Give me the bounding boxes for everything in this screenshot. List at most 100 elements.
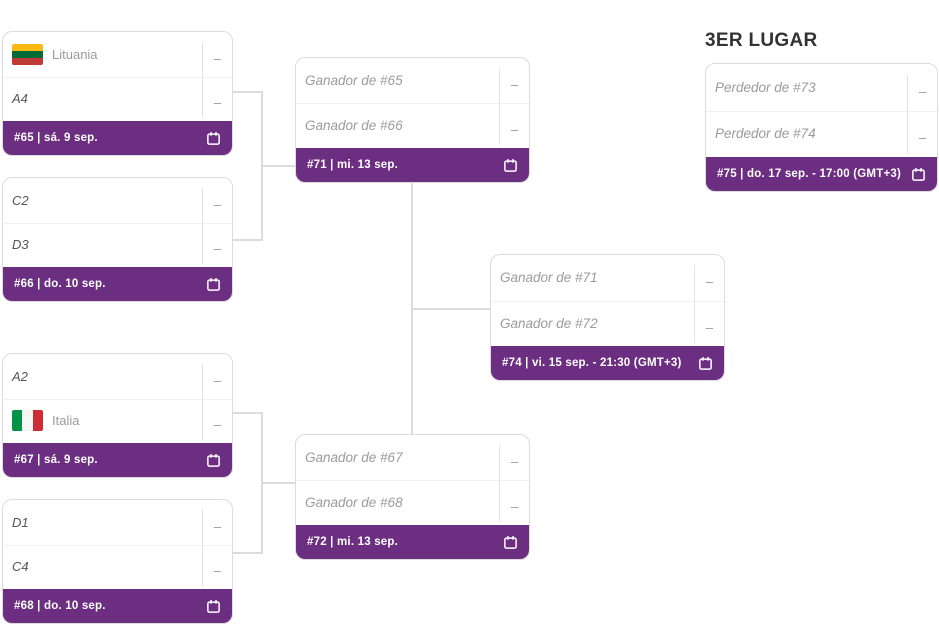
score-column: – – <box>203 32 232 121</box>
match-footer[interactable]: #74 | vi. 15 sep. - 21:30 (GMT+3) <box>491 346 724 380</box>
home-score: – <box>213 518 222 534</box>
connector-line <box>233 239 263 241</box>
entrant-placeholder: Ganador de #71 <box>500 270 598 286</box>
match-footer[interactable]: #68 | do. 10 sep. <box>3 589 232 623</box>
entrant-seed: C2 <box>12 192 29 208</box>
match-footer[interactable]: #71 | mi. 13 sep. <box>296 148 529 182</box>
entrant-name: Lituania <box>52 46 98 62</box>
calendar-icon[interactable] <box>503 158 518 173</box>
match-card-74[interactable]: Ganador de #71 Ganador de #72 – – #74 | … <box>490 254 725 381</box>
entrant-row-away[interactable]: D3 <box>3 223 232 268</box>
entrant-row-home[interactable]: Perdedor de #73 <box>706 64 937 111</box>
score-column: – – <box>695 255 724 346</box>
entrant-seed: A2 <box>12 368 28 384</box>
match-footer[interactable]: #72 | mi. 13 sep. <box>296 525 529 559</box>
match-body: Lituania A4 – – <box>3 32 232 121</box>
entrant-row-home[interactable]: A2 <box>3 354 232 399</box>
home-score: – <box>510 454 519 469</box>
match-schedule-label: #67 | sá. 9 sep. <box>14 454 98 466</box>
score-divider <box>202 510 203 586</box>
match-schedule-label: #65 | sá. 9 sep. <box>14 132 98 144</box>
connector-line <box>261 165 295 167</box>
row-divider <box>296 480 529 481</box>
italy-flag-icon <box>12 410 43 432</box>
score-column: – – <box>500 435 529 525</box>
away-score: – <box>705 319 714 335</box>
calendar-icon[interactable] <box>206 453 221 468</box>
entrant-row-away[interactable]: Perdedor de #74 <box>706 111 937 158</box>
entrant-placeholder: Ganador de #67 <box>305 450 403 465</box>
score-divider <box>499 445 500 522</box>
entrant-placeholder: Ganador de #65 <box>305 73 403 88</box>
entrant-row-home[interactable]: C2 <box>3 178 232 223</box>
match-footer[interactable]: #66 | do. 10 sep. <box>3 267 232 301</box>
score-column: – – <box>203 500 232 589</box>
score-divider <box>499 68 500 145</box>
entrant-row-away[interactable]: Ganador de #68 <box>296 480 529 525</box>
home-score: – <box>510 77 519 92</box>
match-body: Ganador de #67 Ganador de #68 – – <box>296 435 529 525</box>
entrant-row-home[interactable]: Lituania <box>3 32 232 77</box>
match-card-66[interactable]: C2 D3 – – #66 | do. 10 sep. <box>2 177 233 302</box>
entrant-row-home[interactable]: Ganador de #71 <box>491 255 724 301</box>
match-body: Ganador de #65 Ganador de #66 – – <box>296 58 529 148</box>
match-schedule-label: #68 | do. 10 sep. <box>14 600 106 612</box>
entrant-seed: A4 <box>12 91 28 107</box>
row-divider <box>3 398 232 400</box>
match-card-75[interactable]: Perdedor de #73 Perdedor de #74 – – #75 … <box>705 63 938 192</box>
match-footer[interactable]: #67 | sá. 9 sep. <box>3 443 232 477</box>
entrant-row-away[interactable]: C4 <box>3 545 232 590</box>
entrant-row-home[interactable]: Ganador de #65 <box>296 58 529 103</box>
connector-line <box>233 91 263 93</box>
match-card-71[interactable]: Ganador de #65 Ganador de #66 – – #71 | … <box>295 57 530 183</box>
calendar-icon[interactable] <box>698 356 713 371</box>
away-score: – <box>510 122 519 137</box>
calendar-icon[interactable] <box>206 131 221 146</box>
entrant-row-home[interactable]: D1 <box>3 500 232 545</box>
match-card-68[interactable]: D1 C4 – – #68 | do. 10 sep. <box>2 499 233 624</box>
calendar-icon[interactable] <box>911 167 926 182</box>
score-column: – – <box>500 58 529 148</box>
score-column: – – <box>203 178 232 267</box>
calendar-icon[interactable] <box>503 535 518 550</box>
entrant-placeholder: Ganador de #68 <box>305 495 403 510</box>
away-score: – <box>213 95 222 111</box>
third-place-heading: 3ER LUGAR <box>705 30 818 51</box>
match-footer[interactable]: #75 | do. 17 sep. - 17:00 (GMT+3) <box>706 157 937 191</box>
home-score: – <box>213 196 222 212</box>
entrant-row-away[interactable]: Italia <box>3 399 232 444</box>
match-schedule-label: #75 | do. 17 sep. - 17:00 (GMT+3) <box>717 168 901 180</box>
row-divider <box>3 222 232 224</box>
entrant-row-away[interactable]: A4 <box>3 77 232 122</box>
entrant-row-away[interactable]: Ganador de #72 <box>491 301 724 347</box>
match-body: Ganador de #71 Ganador de #72 – – <box>491 255 724 346</box>
entrant-row-home[interactable]: Ganador de #67 <box>296 435 529 480</box>
entrant-row-away[interactable]: Ganador de #66 <box>296 103 529 148</box>
home-score: – <box>918 83 927 99</box>
score-divider <box>694 265 695 343</box>
away-score: – <box>918 130 927 146</box>
match-schedule-label: #72 | mi. 13 sep. <box>307 536 399 548</box>
match-card-67[interactable]: A2 Italia – – #67 | sá. 9 sep. <box>2 353 233 478</box>
row-divider <box>3 76 232 78</box>
match-card-65[interactable]: Lituania A4 – – #65 | sá. 9 sep. <box>2 31 233 156</box>
connector-line <box>233 552 263 554</box>
away-score: – <box>213 563 222 579</box>
match-schedule-label: #74 | vi. 15 sep. - 21:30 (GMT+3) <box>502 357 682 369</box>
entrant-seed: D3 <box>12 237 29 253</box>
score-divider <box>202 188 203 264</box>
row-divider <box>3 544 232 546</box>
entrant-seed: D1 <box>12 514 29 530</box>
home-score: – <box>213 372 222 388</box>
calendar-icon[interactable] <box>206 599 221 614</box>
score-column: – – <box>203 354 232 443</box>
entrant-placeholder: Ganador de #66 <box>305 118 403 133</box>
match-card-72[interactable]: Ganador de #67 Ganador de #68 – – #72 | … <box>295 434 530 560</box>
match-body: D1 C4 – – <box>3 500 232 589</box>
home-score: – <box>213 50 222 66</box>
match-footer[interactable]: #65 | sá. 9 sep. <box>3 121 232 155</box>
score-column: – – <box>908 64 937 157</box>
entrant-placeholder: Perdedor de #74 <box>715 126 816 142</box>
calendar-icon[interactable] <box>206 277 221 292</box>
